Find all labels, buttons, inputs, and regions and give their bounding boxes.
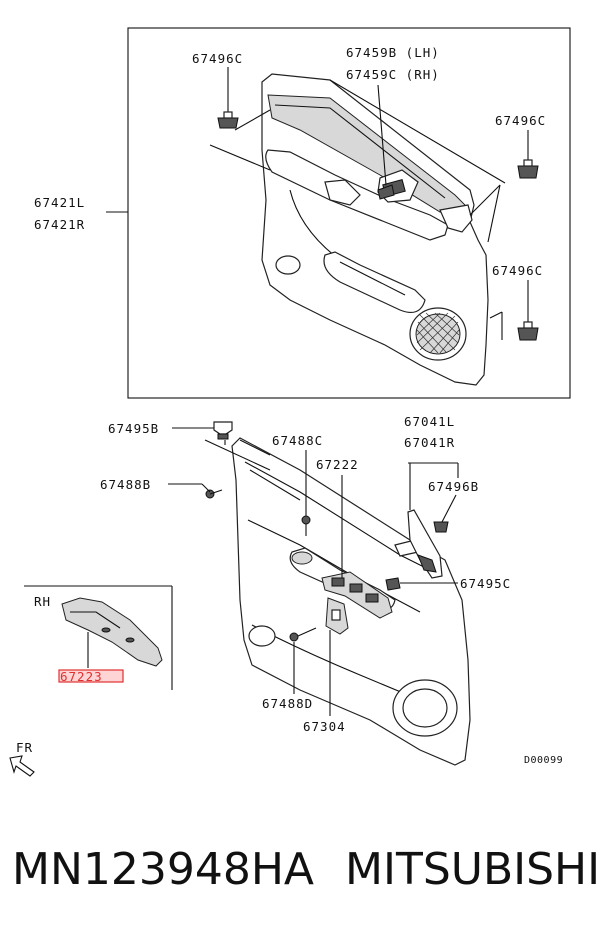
assembly-frame — [127, 27, 571, 399]
highlight-box-67223 — [58, 669, 124, 683]
label-panel-l[interactable]: 67421L — [34, 195, 85, 210]
footer: MN123948HA MITSUBISHI — [0, 830, 600, 910]
clip-67496C-top-right[interactable] — [517, 130, 539, 179]
label-clip-top-left[interactable]: 67496C — [192, 51, 243, 66]
clip-67495B[interactable] — [213, 421, 233, 440]
svg-text:FR: FR — [16, 740, 33, 755]
clip-67496B[interactable] — [433, 521, 449, 533]
label-lamp-lh[interactable]: 67459B (LH) — [346, 45, 440, 60]
label-screw-67488D[interactable]: 67488D — [262, 696, 313, 711]
label-switch-panel[interactable]: 67222 — [316, 457, 359, 472]
label-clip-mid-right[interactable]: 67496C — [492, 263, 543, 278]
screw-67488C[interactable] — [301, 515, 311, 536]
label-inset-part[interactable]: 67223 — [60, 669, 103, 684]
label-clip-top-right[interactable]: 67496C — [495, 113, 546, 128]
screw-67488B[interactable] — [205, 489, 223, 499]
switch-panel-67222[interactable] — [321, 571, 393, 619]
label-lamp-rh[interactable]: 67459C (RH) — [346, 67, 440, 82]
label-trim-l[interactable]: 67041L — [404, 414, 455, 429]
front-arrow-icon — [9, 755, 35, 777]
guide-lines-lower — [168, 427, 459, 716]
trim-67041[interactable] — [407, 509, 443, 579]
diagram-code: D00099 — [524, 755, 563, 766]
label-clip-67496B[interactable]: 67496B — [428, 479, 479, 494]
guide-lines-upper — [209, 79, 506, 340]
door-trim-panel-upper[interactable] — [261, 73, 489, 386]
label-bracket-67304[interactable]: 67304 — [303, 719, 346, 734]
rh-inset — [24, 585, 173, 690]
bracket-67304[interactable] — [325, 597, 349, 635]
label-clip-67495C[interactable]: 67495C — [460, 576, 511, 591]
label-clip-67495B[interactable]: 67495B — [108, 421, 159, 436]
part-number: MN123948HA — [12, 844, 315, 895]
clip-67496C-mid-right[interactable] — [517, 280, 539, 341]
label-screw-67488B[interactable]: 67488B — [100, 477, 151, 492]
clip-67496C-top-left[interactable] — [217, 67, 239, 129]
inset-part-67223[interactable] — [61, 597, 163, 668]
brand-name: MITSUBISHI — [345, 844, 600, 895]
front-indicator: FR — [9, 740, 35, 777]
label-trim-r[interactable]: 67041R — [404, 435, 455, 450]
label-rh: RH — [34, 594, 51, 609]
clip-67495C[interactable] — [385, 577, 401, 591]
label-panel-r[interactable]: 67421R — [34, 217, 85, 232]
screw-67488D[interactable] — [289, 627, 317, 642]
label-screw-67488C[interactable]: 67488C — [272, 433, 323, 448]
